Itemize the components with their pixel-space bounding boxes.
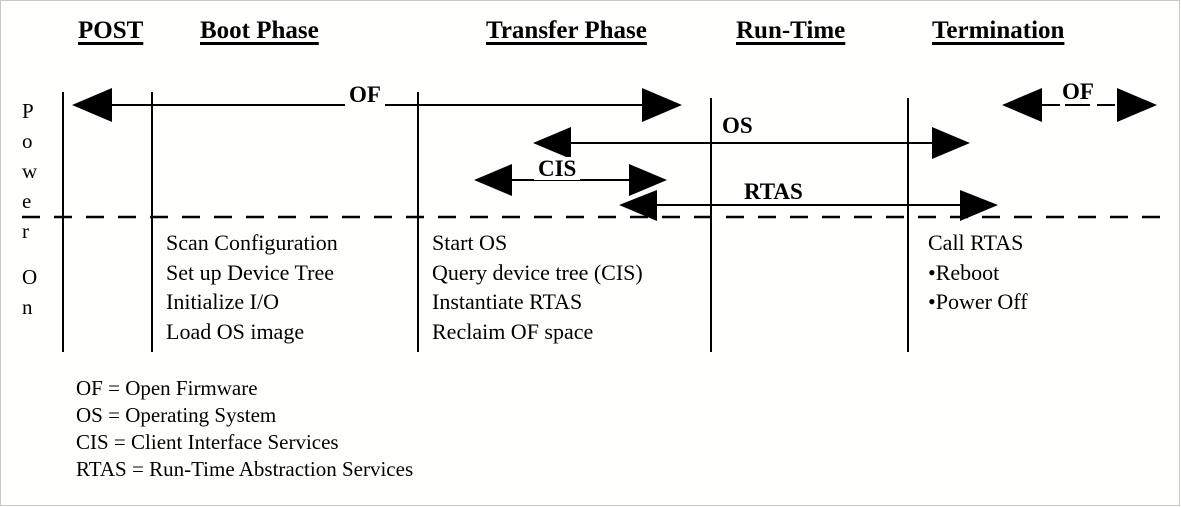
arrow-of-right bbox=[1002, 88, 1157, 122]
arrow-os bbox=[533, 127, 970, 159]
arrowhead-right bbox=[1117, 88, 1157, 122]
arrow-label-rtas: RTAS bbox=[740, 180, 807, 203]
phase-header-post: POST bbox=[78, 17, 144, 44]
legend-item-os: OS = Operating System bbox=[76, 403, 277, 427]
legend-item-cis: CIS = Client Interface Services bbox=[76, 430, 339, 454]
legend-item-of: OF = Open Firmware bbox=[76, 376, 258, 400]
power-on-letter-r: r bbox=[22, 219, 29, 243]
list-item: Start OS bbox=[432, 230, 508, 255]
transfer-phase-task-list: Start OS Query device tree (CIS) Instant… bbox=[432, 228, 643, 346]
arrow-label-cis: CIS bbox=[534, 157, 581, 180]
arrow-rtas bbox=[619, 190, 998, 221]
arrow-label-of-right: OF bbox=[1058, 80, 1098, 103]
list-item: Instantiate RTAS bbox=[432, 289, 583, 314]
power-on-letter-w: w bbox=[22, 159, 38, 183]
arrow-label-os: OS bbox=[718, 114, 757, 137]
arrow-cis bbox=[474, 164, 667, 196]
power-on-letter-p: P bbox=[22, 99, 34, 123]
power-on-letter-e: e bbox=[22, 189, 32, 213]
arrowhead-left bbox=[619, 190, 657, 221]
arrowhead-left bbox=[72, 88, 112, 122]
boot-phase-task-list: Scan Configuration Set up Device Tree In… bbox=[166, 228, 338, 346]
list-item: Query device tree (CIS) bbox=[432, 259, 643, 285]
phase-header-run-time: Run-Time bbox=[736, 17, 846, 44]
list-item: Scan Configuration bbox=[166, 230, 338, 255]
power-on-letter-n: n bbox=[22, 295, 33, 319]
arrowhead-left bbox=[533, 127, 571, 159]
list-item: Reclaim OF space bbox=[432, 318, 594, 344]
arrowhead-left bbox=[474, 164, 512, 196]
arrowhead-right bbox=[960, 190, 998, 221]
arrowhead-right bbox=[629, 164, 667, 196]
legend-item-rtas: RTAS = Run-Time Abstraction Services bbox=[76, 457, 414, 481]
arrowhead-right bbox=[932, 127, 970, 159]
list-item: •Reboot bbox=[928, 259, 1000, 285]
power-on-letter-o2: O bbox=[22, 265, 38, 289]
termination-task-list: Call RTAS •Reboot •Power Off bbox=[928, 228, 1028, 317]
arrowhead-right bbox=[642, 88, 682, 122]
power-on-letter-o: o bbox=[22, 129, 33, 153]
list-item: Load OS image bbox=[166, 318, 305, 344]
arrow-label-of-main: OF bbox=[345, 83, 385, 106]
arrowhead-left bbox=[1002, 88, 1042, 122]
power-on-caption: P o w e r O n bbox=[22, 96, 52, 322]
phase-header-transfer-phase: Transfer Phase bbox=[486, 17, 647, 44]
phase-header-termination: Termination bbox=[932, 17, 1065, 44]
phase-header-boot-phase: Boot Phase bbox=[200, 17, 319, 44]
abbreviation-legend: OF = Open Firmware OS = Operating System… bbox=[76, 375, 413, 483]
list-item: Set up Device Tree bbox=[166, 259, 335, 285]
list-item: Initialize I/O bbox=[166, 289, 280, 314]
list-item: •Power Off bbox=[928, 289, 1028, 314]
list-item: Call RTAS bbox=[928, 230, 1024, 255]
